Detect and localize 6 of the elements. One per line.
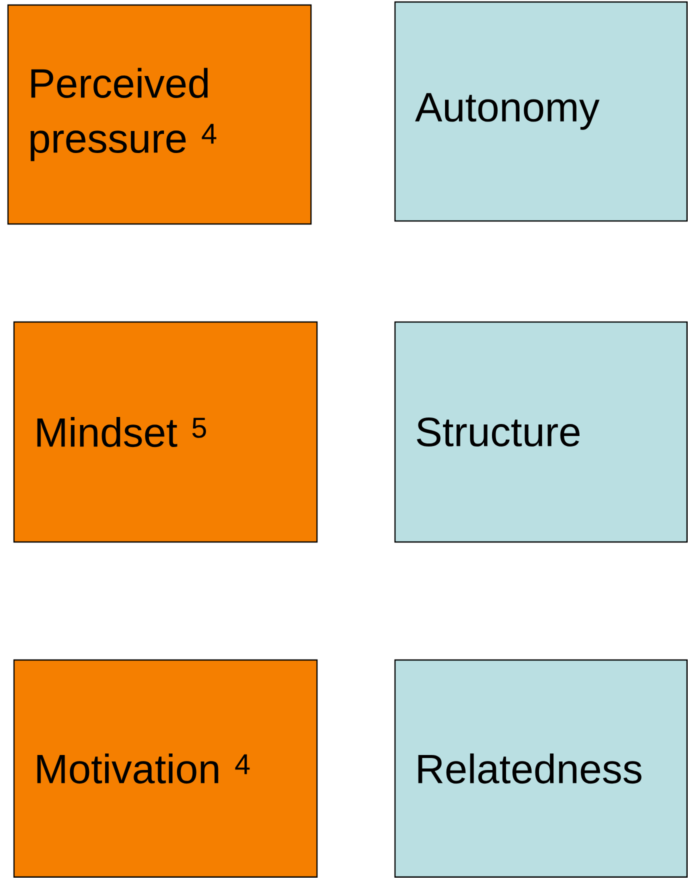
text-box: Structure [394, 321, 688, 543]
text-box: Mindset $^{5}$ [13, 321, 318, 543]
text-box: Perceived pressure $^{4}$ [7, 4, 312, 225]
text-box: Relatedness [394, 659, 688, 878]
text-box: Motivation $^{4}$ [13, 659, 318, 878]
text-box: Autonomy [394, 1, 688, 222]
